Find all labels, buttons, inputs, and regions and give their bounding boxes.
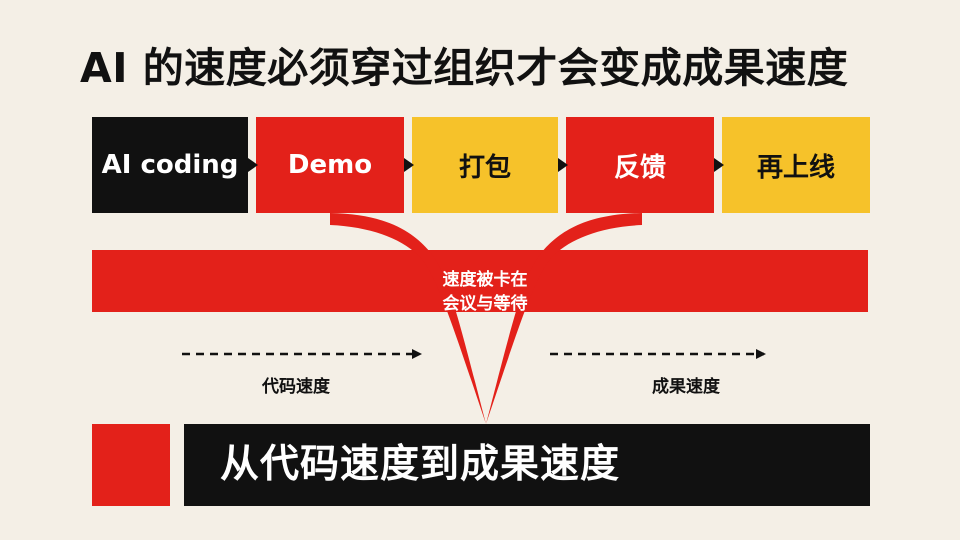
bottleneck-line-2: 会议与等待 [442, 294, 528, 314]
stage-box-ai-coding [92, 117, 248, 213]
stage-connector-3 [558, 158, 568, 172]
stage-label-demo: Demo [287, 150, 373, 180]
stage-label-relaunch: 再上线 [756, 152, 835, 183]
bottleneck-line-1: 速度被卡在 [442, 270, 528, 290]
outcome-speed-label: 成果速度 [652, 377, 720, 397]
stage-label-packaging: 打包 [458, 152, 511, 183]
bottom-accent-block [92, 424, 170, 506]
code-speed-label: 代码速度 [262, 377, 330, 397]
stage-connector-1 [248, 158, 258, 172]
funnel-shape [330, 213, 642, 424]
stage-label-ai-coding: AI coding [101, 150, 239, 180]
stage-box-feedback [566, 117, 714, 213]
flow-band [92, 250, 868, 312]
page-title: AI 的速度必须穿过组织才会变成成果速度 [80, 44, 849, 92]
stage-connector-4 [714, 158, 724, 172]
bottom-banner [184, 424, 870, 506]
bottleneck-label: 速度被卡在 会议与等待 [405, 268, 565, 316]
stage-box-packaging [412, 117, 558, 213]
stage-connector-2 [404, 158, 414, 172]
stage-box-demo [256, 117, 404, 213]
stage-label-feedback: 反馈 [613, 152, 666, 183]
stage-box-relaunch [722, 117, 870, 213]
bottom-banner-text: 从代码速度到成果速度 [220, 442, 621, 487]
